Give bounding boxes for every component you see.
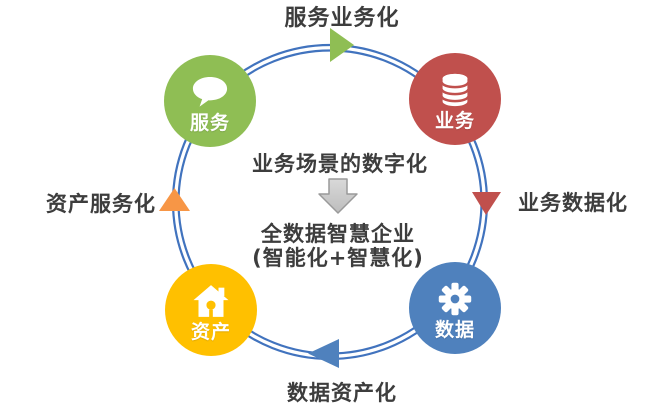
label-business-to-data: 业务数据化: [518, 191, 628, 215]
node-business: 业务: [409, 53, 501, 145]
center-title: 业务场景的数字化: [252, 152, 428, 176]
node-data-label: 数据: [434, 319, 475, 341]
label-asset-to-service: 资产服务化: [46, 192, 156, 216]
home-icon: [193, 285, 229, 317]
gear-icon: [438, 282, 472, 316]
node-asset-label: 资产: [190, 321, 231, 343]
flow-arrow-top-right: [330, 28, 354, 62]
node-asset: 资产: [165, 264, 257, 356]
flow-arrow-left-up: [159, 188, 190, 211]
label-service-to-business: 服务业务化: [284, 6, 400, 31]
database-icon: [440, 73, 470, 107]
speech-bubble-icon: [192, 77, 228, 107]
label-data-to-asset: 数据资产化: [287, 381, 397, 405]
center-result-line2: (智能化+智慧化): [252, 246, 424, 271]
down-block-arrow: [318, 178, 358, 214]
center-result: 全数据智慧企业 (智能化+智慧化): [252, 222, 424, 270]
node-service-label: 服务: [189, 112, 230, 134]
node-data: 数据: [409, 262, 501, 354]
flow-arrow-right-down: [472, 192, 501, 215]
flow-arrow-bottom-left: [308, 339, 339, 368]
node-service: 服务: [164, 55, 256, 147]
node-business-label: 业务: [434, 110, 475, 132]
center-result-line1: 全数据智慧企业: [260, 222, 415, 246]
